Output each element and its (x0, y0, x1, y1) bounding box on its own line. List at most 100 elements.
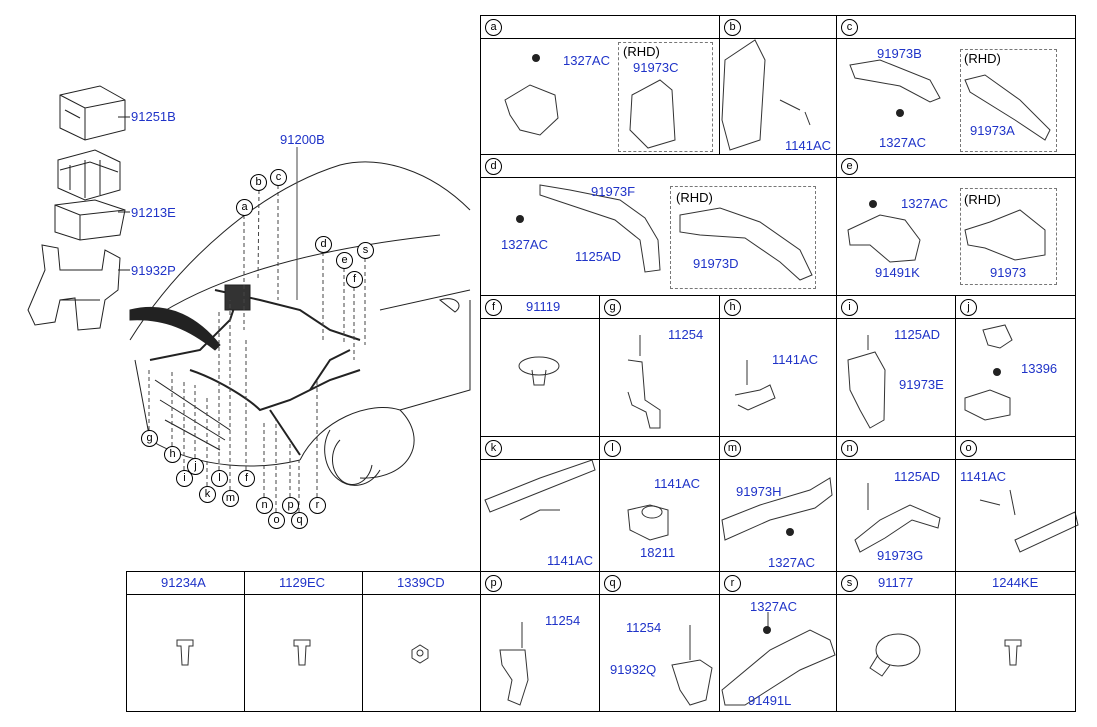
cell-j: j 13396 (955, 295, 1076, 437)
part-sketches (176, 39, 1079, 706)
fuse-box-lower-drawing (54, 199, 126, 241)
cell-1339CD: 1339CD (362, 571, 481, 712)
cell-i-letter: i (841, 299, 858, 316)
cell-m-letter: m (724, 440, 741, 457)
cell-i-label-2: 91973E (899, 377, 944, 392)
callout-c[interactable]: c (270, 169, 287, 186)
callout-d[interactable]: d (315, 236, 332, 253)
fuse-box-body-drawing (57, 149, 121, 201)
callout-e[interactable]: e (336, 252, 353, 269)
callout-f-bottom[interactable]: f (238, 470, 255, 487)
cell-h: h 1141AC (719, 295, 837, 437)
cell-i-label-1: 1125AD (894, 327, 941, 342)
cell-f-title: 91119 (526, 299, 561, 314)
cell-i: i 1125AD 91973E (836, 295, 956, 437)
cell-k-label-1: 1141AC (547, 553, 594, 568)
cell-r-label-1: 1327AC (750, 599, 797, 614)
cell-g-letter: g (604, 299, 621, 316)
relay-box-drawing (224, 284, 251, 311)
cell-m: m 91973H 1327AC (719, 436, 837, 572)
cell-l-label-2: 18211 (640, 545, 676, 560)
cell-g: g 11254 (599, 295, 720, 437)
cell-a: a 1327AC (RHD) 91973C (480, 15, 720, 155)
cell-d-letter: d (485, 158, 502, 175)
cell-a-letter: a (485, 19, 502, 36)
cell-b-label-1: 1141AC (785, 138, 832, 153)
cell-j-label-1: 13396 (1021, 361, 1058, 376)
cell-n-letter: n (841, 440, 858, 457)
cell-b: b 1141AC (719, 15, 837, 155)
callout-g[interactable]: g (141, 430, 158, 447)
callout-l[interactable]: l (211, 470, 228, 487)
cell-c-label-3: 91973A (970, 123, 1015, 138)
callout-q[interactable]: q (291, 512, 308, 529)
cell-d-label-4: 91973D (693, 256, 739, 271)
cell-m-label-1: 91973H (736, 484, 782, 499)
callout-a[interactable]: a (236, 199, 253, 216)
cell-1244KE-title: 1244KE (992, 575, 1039, 590)
cell-l-label-1: 1141AC (654, 476, 701, 491)
part-label-fusebox-lower: 91213E (131, 205, 176, 220)
callout-p[interactable]: p (282, 497, 299, 514)
callout-h[interactable]: h (164, 446, 181, 463)
callout-s[interactable]: s (357, 242, 374, 259)
cell-p-letter: p (485, 575, 502, 592)
cell-o-letter: o (960, 440, 977, 457)
cell-e: e 1327AC 91491K (RHD) 91973 (836, 154, 1076, 296)
main-harness-label: 91200B (280, 132, 325, 147)
part-label-fusebox-cover: 91251B (131, 109, 176, 124)
cell-c-rhd: (RHD) (964, 51, 1001, 66)
cell-1244KE: 1244KE (955, 571, 1076, 712)
cell-91234A-title: 91234A (161, 575, 206, 590)
callout-o[interactable]: o (268, 512, 285, 529)
cell-r-label-2: 91491L (748, 693, 792, 708)
cell-1129EC-title: 1129EC (279, 575, 326, 590)
cell-p: p 11254 (480, 571, 600, 712)
cell-e-label-1: 1327AC (901, 196, 948, 211)
cell-s-letter: s (841, 575, 858, 592)
cell-1129EC: 1129EC (244, 571, 363, 712)
cell-o: o 1141AC (955, 436, 1076, 572)
cell-d-label-2: 1327AC (501, 237, 548, 252)
cell-c-letter: c (841, 19, 858, 36)
cell-b-letter: b (724, 19, 741, 36)
callout-n[interactable]: n (256, 497, 273, 514)
cell-q: q 11254 91932Q (599, 571, 720, 712)
callout-r[interactable]: r (309, 497, 326, 514)
cell-k: k 1141AC (480, 436, 600, 572)
cell-e-rhd: (RHD) (964, 192, 1001, 207)
cell-q-label-2: 91932Q (610, 662, 657, 677)
cell-q-letter: q (604, 575, 621, 592)
cell-f-letter: f (485, 299, 502, 316)
leader-lines (148, 185, 366, 512)
callout-m[interactable]: m (222, 490, 239, 507)
callout-b[interactable]: b (250, 174, 267, 191)
cell-m-label-2: 1327AC (768, 555, 815, 570)
cell-e-rhd-box (960, 188, 1057, 285)
cell-1339CD-title: 1339CD (397, 575, 445, 590)
cell-91234A: 91234A (126, 571, 245, 712)
cell-h-label-1: 1141AC (772, 352, 819, 367)
cell-c-label-2: 1327AC (879, 135, 926, 150)
cell-p-label-1: 11254 (545, 613, 581, 628)
cell-n-label-1: 1125AD (894, 469, 941, 484)
callout-f-top[interactable]: f (346, 271, 363, 288)
cell-d: d 91973F 1327AC 1125AD (RHD) 91973D (480, 154, 837, 296)
callout-k[interactable]: k (199, 486, 216, 503)
callout-i[interactable]: i (176, 470, 193, 487)
cell-j-letter: j (960, 299, 977, 316)
cell-q-label-1: 11254 (626, 620, 662, 635)
cell-d-label-3: 1125AD (575, 249, 622, 264)
cell-r-letter: r (724, 575, 741, 592)
cell-e-letter: e (841, 158, 858, 175)
cell-d-rhd: (RHD) (676, 190, 713, 205)
harness-wrap-drawing (129, 306, 221, 351)
callout-j[interactable]: j (187, 458, 204, 475)
cell-d-rhd-box (670, 186, 816, 289)
cell-a-label-1: 1327AC (563, 53, 610, 68)
cell-a-label-2: 91973C (633, 60, 679, 75)
cell-s-title: 91177 (878, 575, 914, 590)
cell-r: r 1327AC 91491L (719, 571, 837, 712)
part-label-bracket: 91932P (131, 263, 176, 278)
cell-g-label-1: 11254 (668, 327, 704, 342)
